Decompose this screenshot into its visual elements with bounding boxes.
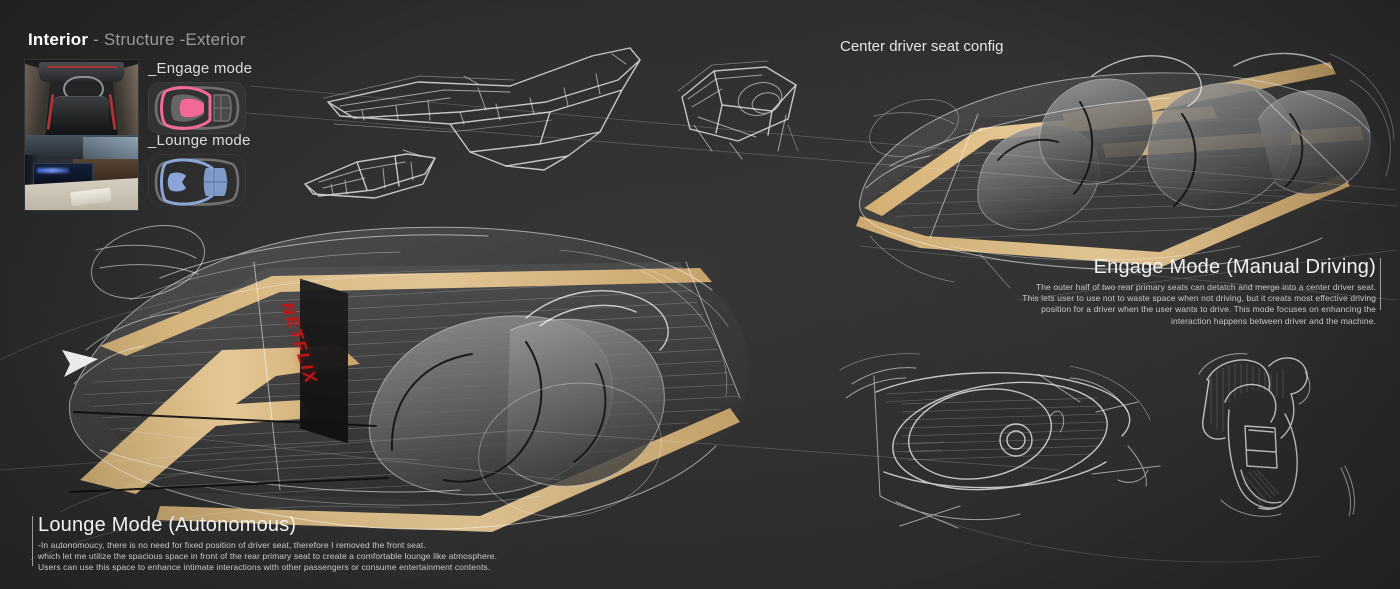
reference-thumbnails: [25, 60, 138, 210]
lounge-interior-photo[interactable]: [25, 135, 138, 210]
engage-mode-line: position for a driver when the user want…: [1041, 304, 1376, 315]
lounge-mode-block: Lounge Mode (Autonomous) -In autonomoucy…: [38, 514, 508, 574]
engage-mode-line: The outer half of two rear primary seats…: [1035, 282, 1376, 292]
lounge-mode-icon[interactable]: [148, 154, 246, 206]
lounge-mode-label: _Lounge mode: [148, 132, 251, 149]
engage-mode-block: Engage Mode (Manual Driving) The outer h…: [1000, 256, 1376, 327]
breadcrumb-rest[interactable]: - Structure -Exterior: [88, 30, 246, 49]
engage-mode-label: _Engage mode: [148, 60, 253, 77]
interior-cockpit-photo[interactable]: [25, 60, 138, 135]
engage-mode-line: This lets user to use not to waste space…: [1022, 293, 1376, 304]
engage-block-rule: [1380, 258, 1381, 310]
lounge-mode-legend: _Lounge mode: [148, 132, 251, 206]
lounge-mode-title: Lounge Mode (Autonomous): [38, 514, 297, 536]
lounge-mode-line: Users can use this space to enhance inti…: [38, 562, 491, 573]
lounge-block-rule: [32, 516, 33, 566]
breadcrumb: Interior - Structure -Exterior: [28, 30, 246, 50]
engage-mode-title: Engage Mode (Manual Driving): [1093, 256, 1376, 278]
center-seat-callout: Center driver seat config: [840, 38, 1004, 55]
engage-mode-icon[interactable]: [148, 82, 246, 134]
lounge-mode-line: which let me utilize the spacious space …: [38, 551, 498, 562]
lounge-mode-line: -In autonomoucy, there is no need for fi…: [38, 540, 426, 550]
breadcrumb-active[interactable]: Interior: [28, 30, 89, 49]
engage-mode-legend: _Engage mode: [148, 60, 253, 134]
engage-mode-line: interaction happens between driver and t…: [1171, 315, 1376, 326]
